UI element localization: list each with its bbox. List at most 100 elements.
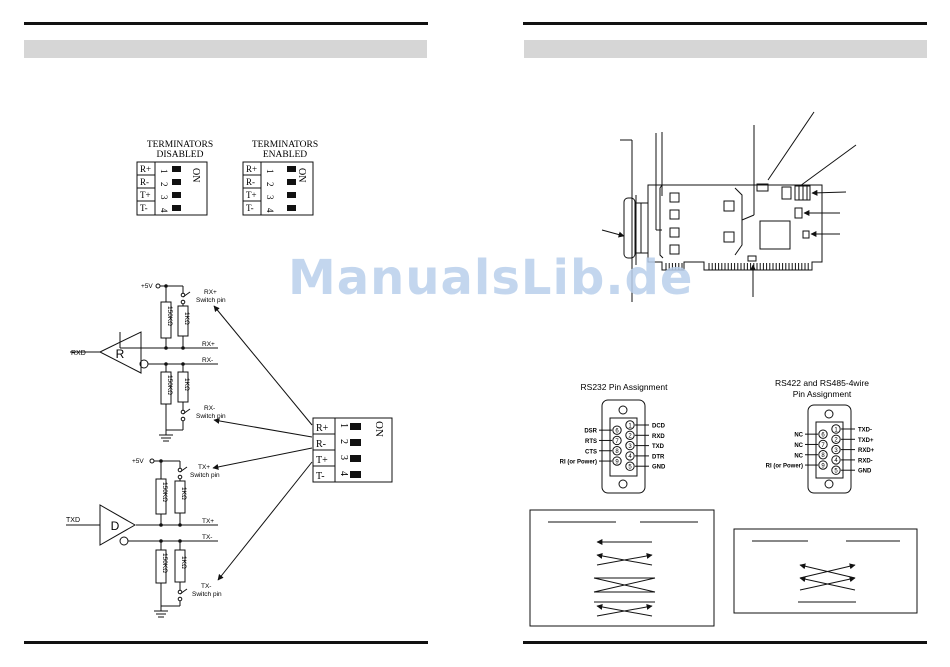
term-dis-switch-1 [172,166,181,172]
rs422-pin-1 [831,424,841,434]
rs422-pin-number: 1 [834,427,838,433]
rs232-pin-label: TXD [652,444,665,450]
terminators-disabled-title-2: DISABLED [157,150,204,160]
rs422-pin-label: RXD- [858,458,873,464]
rx-r1k-top: 1KΩ [183,312,190,325]
rs232-pin-number: 1 [628,423,632,429]
tx-r150k-bottom: 150KΩ [161,553,168,573]
rs422-pin-label: NC [794,433,803,439]
rs232-pin-4 [625,451,635,461]
rs232-pin-number: 5 [628,465,632,471]
rs422-pin-label: NC [794,443,803,449]
rs422-pin-2 [831,434,841,444]
term-en-num-3: 3 [265,195,275,200]
rs232-pin-number: 9 [615,459,619,465]
driver-junctions [159,459,182,543]
rs232-pin-label: GND [652,465,666,471]
rs422-pin-9 [818,460,828,470]
left-page-bottom-rule [24,641,428,644]
term-en-switch-3 [287,192,296,198]
terminators-enabled-diagram: TERMINATORS ENABLED R+ R- T+ T- 1 2 3 4 … [242,140,318,216]
dip-on-label: ON [373,421,385,437]
dip-num-1: 1 [338,423,349,428]
rs422-pin-number: 7 [821,443,825,449]
rs422-pin-6 [818,429,828,439]
dip-switch-1 [350,423,361,430]
driver-label: D [111,519,120,533]
dip-label-r-minus: R- [316,439,326,450]
rx-r150k-top: 150KΩ [166,306,173,326]
watermark: ManualsLib.de [288,250,694,306]
rx-plus-switch-label-2: Switch pin [196,297,226,304]
term-dis-label-t-minus: T- [140,203,148,213]
rx-minus-line-label: RX- [202,357,213,364]
rs232-pin-label: RXD [652,434,665,440]
dip-num-4: 4 [338,471,349,476]
rx-r150k-bottom: 150KΩ [166,375,173,395]
rx-plus-line-label: RX+ [202,341,215,348]
rs422-title-line-1: RS422 and RS485-4wire [775,378,869,388]
rs232-pin-label: RTS [585,439,597,445]
rs422-pin-number: 8 [821,453,825,459]
tx-minus-line-label: TX- [202,534,212,541]
txd-label: TXD [66,517,80,524]
rs232-pin-number: 2 [628,434,632,440]
rs232-cable-wiring-box [529,509,715,627]
term-dis-switch-3 [172,192,181,198]
term-en-switch-2 [287,179,296,185]
rs232-connector [601,399,646,494]
dip-switch-2 [350,439,361,446]
term-dis-num-3: 3 [159,195,169,200]
rs422-pin-4 [831,455,841,465]
left-page-top-rule [24,22,428,25]
pci-card-layout [620,111,857,302]
tx-plus-line-label: TX+ [202,518,214,525]
rs232-pin-2 [625,430,635,440]
right-page-top-rule [523,22,927,25]
term-en-label-t-minus: T- [246,203,254,213]
term-en-label-r-plus: R+ [246,164,257,174]
rs422-pin-7 [818,439,828,450]
rs422-pin-number: 4 [834,458,838,464]
left-section-header-bar [24,40,427,58]
rs232-pin-5 [625,461,635,471]
tx-minus-switch-label-1: TX- [201,583,211,590]
pci-gold-fingers [665,263,809,270]
term-en-switch-1 [287,166,296,172]
tx-plus-switch-label-2: Switch pin [190,472,220,479]
rs232-pin-number: 7 [615,439,619,445]
rs232-pin-label: RI (or Power) [560,460,597,466]
rs232-pin-number: 3 [628,444,632,450]
terminators-disabled-diagram: TERMINATORS DISABLED R+ R- T+ T- 1 2 3 4… [136,140,213,216]
tx-r150k-top: 150KΩ [161,482,168,502]
rs422-pin-3 [831,444,841,455]
right-section-header-bar [524,40,927,58]
rs422-pin-label: TXD- [858,428,872,434]
term-en-num-4: 4 [265,208,275,213]
term-dis-num-4: 4 [159,208,169,213]
term-dis-num-2: 2 [159,182,169,187]
tx-minus-switch-label-2: Switch pin [192,591,222,598]
rxd-label: RXD [71,350,86,357]
rs422-pin-number: 9 [821,463,825,469]
rs232-pin-label: CTS [585,449,597,455]
rs422-cable-wiring-box [733,528,918,614]
term-dis-switch-2 [172,179,181,185]
rs232-pin-9 [612,456,622,466]
driver-schematic [66,458,218,618]
dip-pointer-arrows [212,305,313,581]
right-page-bottom-rule [523,641,927,644]
terminators-enabled-title-2: ENABLED [263,150,307,160]
rs232-pin-6 [612,425,622,435]
dip-num-3: 3 [338,455,349,460]
term-dis-num-1: 1 [159,169,169,174]
tx-plus-switch-label-1: TX+ [198,464,210,471]
rs232-pin-number: 4 [628,454,632,460]
rs422-pin-number: 5 [834,469,838,475]
rx-plus-switch-label-1: RX+ [204,289,217,296]
term-dis-on-label: ON [190,168,201,182]
rs232-pin-number: 6 [615,428,619,434]
